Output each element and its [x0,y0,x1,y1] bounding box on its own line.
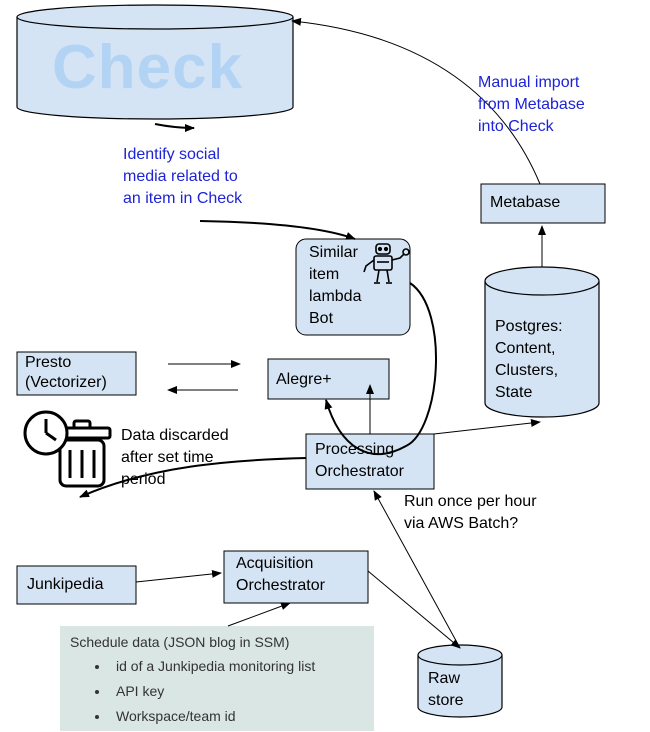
postgres-label: Postgres: Content, Clusters, State [495,318,563,401]
check-logo: Check [52,33,244,102]
schedule-note-box [60,626,374,731]
edge-metabase-to-check [291,17,541,185]
metabase-box [480,183,606,224]
processing-label: Processing Orchestrator [315,441,404,480]
edge-identify-to-bot [199,220,356,240]
schedule-note: Schedule data (JSON blog in SSM) id of a… [60,626,374,732]
alegre-label: Alegre+ [276,371,332,388]
edge-bot-processing-loop [324,282,437,455]
junkipedia-label: Junkipedia [27,576,104,593]
junkipedia-box [16,565,137,605]
edge-raw-to-processing [373,490,461,649]
identify-social-annotation: Identify social media related to an item… [123,146,243,207]
edge-junkipedia-to-acquisition [135,569,222,583]
schedule-note-list: id of a Junkipedia monitoring list API k… [60,654,315,729]
edge-acquisition-to-raw [367,570,461,649]
presto-box [16,351,137,396]
metabase-label: Metabase [490,194,561,211]
data-discarded-annotation: Data discarded after set time period [121,427,229,488]
raw-store-label: Raw store [428,670,464,709]
edge-schedule-to-acquisition [227,602,291,627]
edge-processing-to-postgres [433,419,541,435]
processing-orchestrator-box [305,433,435,490]
schedule-note-item: id of a Junkipedia monitoring list [110,654,315,679]
schedule-note-item: Workspace/team id [110,704,315,729]
acquisition-label: Acquisition Orchestrator [236,555,325,594]
clock-trash-icon [23,410,112,488]
acquisition-orchestrator-box [223,550,369,604]
check-cylinder [16,4,294,120]
robot-icon [363,243,410,284]
edges [79,17,546,649]
postgres-cylinder [484,266,600,418]
manual-import-annotation: Manual import from Metabase into Check [478,74,585,135]
schedule-note-item: API key [110,679,315,704]
edge-check-to-identify [154,123,195,132]
similar-bot-label: Similar item lambda Bot [309,244,362,327]
run-once-annotation: Run once per hour via AWS Batch? [404,493,537,532]
schedule-note-title: Schedule data (JSON blog in SSM) [70,634,290,650]
edge-processing-to-trash [79,457,307,498]
raw-store-cylinder [417,644,503,718]
presto-label: Presto (Vectorizer) [25,354,107,391]
